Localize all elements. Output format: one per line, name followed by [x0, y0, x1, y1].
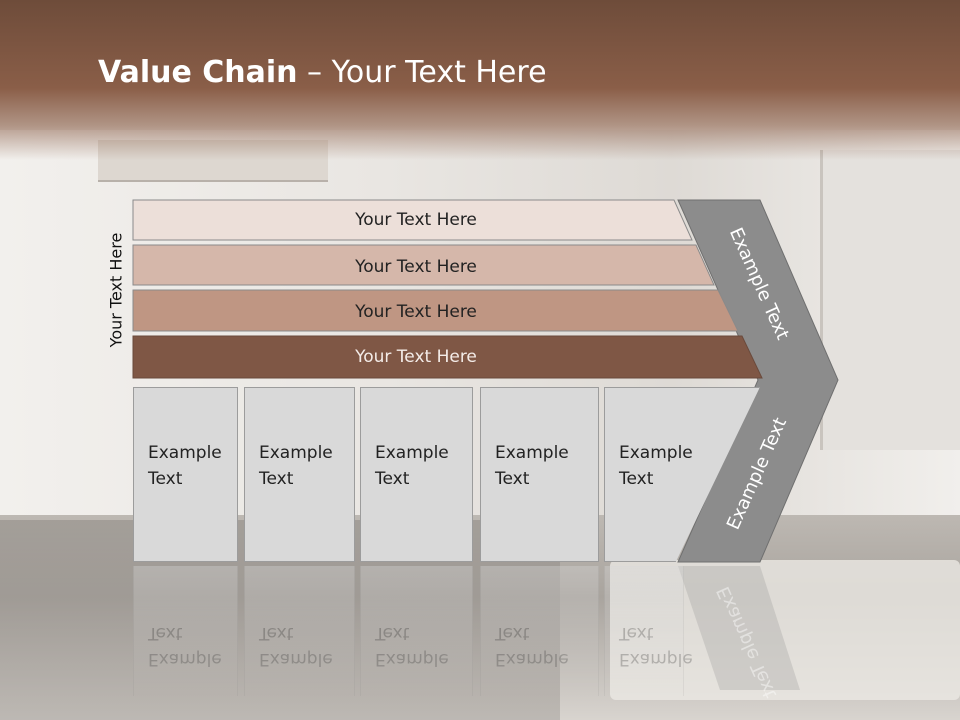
activity-box-3-reflection-label: Example Text [375, 623, 449, 669]
slide-title-bold: Value Chain [98, 55, 298, 90]
activity-box-4-reflection: Example Text [480, 566, 599, 696]
bar-2-shape[interactable] [132, 244, 715, 286]
activity-box-4-reflection-label: Example Text [495, 623, 569, 669]
activity-box-3-reflection: Example Text [360, 566, 473, 696]
activity-box-4-label: Example Text [495, 443, 569, 489]
activity-box-3-label: Example Text [375, 443, 449, 489]
chevron-reflection [678, 566, 800, 690]
activity-box-1[interactable]: Example Text [133, 387, 238, 562]
bar-1-shape[interactable] [132, 199, 693, 241]
bar-3-label: Your Text Here [354, 302, 477, 322]
activity-box-2-reflection: Example Text [244, 566, 355, 696]
activity-box-1-label: Example Text [148, 443, 222, 489]
activity-box-2-label: Example Text [259, 443, 333, 489]
activity-box-5-label: Example Text [619, 443, 693, 489]
background-sink [610, 560, 960, 700]
bar-3-shape[interactable] [132, 289, 739, 332]
background-window [820, 150, 960, 450]
activity-box-5-reflection-label: Example Text [619, 623, 693, 669]
activity-box-2[interactable]: Example Text [244, 387, 355, 562]
activity-box-1-reflection-label: Example Text [148, 623, 222, 669]
activity-box-5-reflection: Example Text [604, 566, 693, 696]
activity-box-1-reflection: Example Text [133, 566, 238, 696]
bar-2-label: Your Text Here [354, 257, 477, 277]
slide-title-rest: – Your Text Here [297, 55, 547, 90]
bar-4-shape[interactable] [132, 335, 763, 379]
header-band [0, 0, 960, 160]
activity-box-2-reflection-label: Example Text [259, 623, 333, 669]
activity-box-4[interactable]: Example Text [480, 387, 599, 562]
bar-1-label: Your Text Here [354, 210, 477, 230]
bar-4-label: Your Text Here [354, 347, 477, 367]
activity-box-3[interactable]: Example Text [360, 387, 473, 562]
slide-title[interactable]: Value Chain – Your Text Here [98, 55, 547, 90]
